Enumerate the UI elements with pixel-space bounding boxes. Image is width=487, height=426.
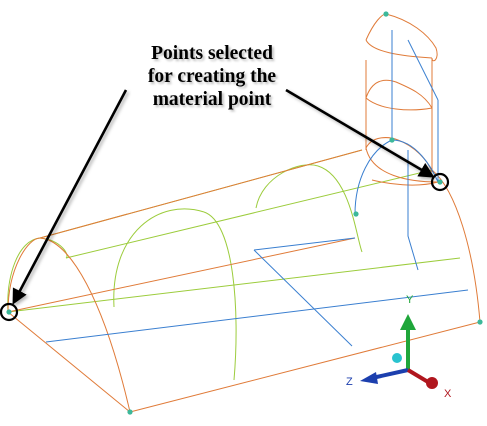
arrow-to-left-point (12, 89, 128, 305)
orange-chimney-cap (365, 39, 433, 59)
orange-back-arch (431, 169, 481, 323)
blue-diag-1 (253, 249, 353, 347)
x-axis-head (426, 377, 438, 389)
z-axis-label: Z (346, 376, 353, 388)
callout-text: Points selected for creating the materia… (126, 42, 298, 111)
orange-chimney-bowl (371, 179, 439, 186)
vertex[interactable] (353, 211, 359, 217)
vertex-selected-2[interactable] (437, 179, 443, 185)
selection-circle-icon (430, 172, 450, 192)
selection-markers (0, 172, 450, 322)
x-axis-arrow (406, 368, 430, 384)
x-axis-label: X (444, 388, 452, 400)
wireframe-model (0, 11, 483, 415)
green-arch-1 (113, 208, 205, 308)
green-arch-2b (317, 165, 363, 253)
callout-arrows (12, 88, 435, 305)
blue-inner-line (253, 237, 356, 251)
arrow-to-right-point (285, 88, 435, 178)
orange-base-bottom (129, 321, 481, 413)
callout-line: Points selected (151, 43, 273, 64)
z-axis-head (360, 372, 378, 384)
orange-centerline (7, 237, 356, 313)
orange-chimney-ring-1 (365, 79, 433, 109)
selection-circle-icon (0, 302, 19, 322)
vertex[interactable] (477, 319, 483, 325)
callout-line: material point (152, 89, 272, 110)
green-arch-2 (255, 164, 319, 209)
y-axis-label: Y (406, 294, 414, 306)
orange-base-front (7, 311, 131, 413)
orange-chimney-ring-2b (365, 147, 439, 183)
blue-chimney-vert-2 (407, 39, 439, 101)
green-arch-1b (203, 211, 237, 381)
blue-tee-arc-b (391, 139, 439, 183)
vertex[interactable] (389, 137, 395, 143)
green-edge-ridge-2 (65, 169, 433, 259)
blue-tee-vert (407, 150, 419, 271)
z-axis-arrow (371, 368, 409, 380)
y-axis-head (400, 314, 416, 330)
orange-chimney-top (365, 13, 438, 62)
orange-top-edge (39, 149, 363, 239)
vertex-selected-1[interactable] (6, 309, 12, 315)
blue-edges (45, 30, 469, 347)
vertex[interactable] (127, 409, 133, 415)
blue-tee-arc (354, 139, 393, 215)
orange-chimney-ring-1b (365, 97, 433, 111)
green-arch-front-b (39, 237, 68, 259)
origin-sphere (392, 353, 402, 363)
blue-lower-line (45, 289, 469, 343)
axis-triad: Y Z X (346, 294, 452, 400)
callout-line: for creating the (147, 66, 277, 87)
green-arch-front (7, 237, 41, 313)
vertices (6, 11, 483, 415)
vertex[interactable] (383, 11, 389, 17)
orange-front-arch (7, 237, 131, 413)
